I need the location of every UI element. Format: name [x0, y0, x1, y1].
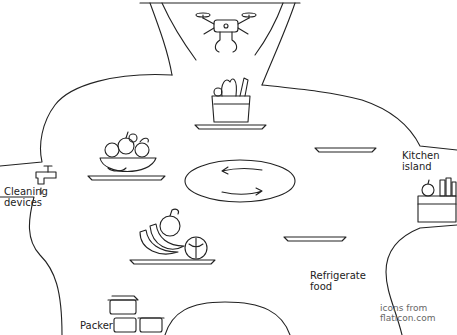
room-outline	[262, 85, 457, 150]
room-outline	[0, 75, 172, 166]
tray	[315, 148, 376, 152]
tray	[130, 260, 215, 264]
curtain-fold	[162, 3, 196, 60]
rotation-arrow	[222, 188, 262, 195]
tray	[195, 125, 266, 129]
packer-icon	[108, 296, 164, 332]
station-label: Refrigerate food	[310, 270, 374, 292]
station-label: Packer	[80, 320, 140, 331]
station-label: Cleaning devices	[4, 186, 56, 208]
turntable	[185, 160, 295, 202]
curtain-left	[150, 3, 172, 75]
station-label: Kitchen island	[402, 150, 448, 172]
room-outline	[0, 197, 62, 335]
rotation-arrow	[222, 167, 262, 174]
grocery-bag-icon	[212, 78, 250, 122]
room-outline	[165, 302, 290, 335]
watermark: icons from flaticon.com	[380, 303, 448, 323]
fruit-bowl-icon	[100, 132, 156, 172]
kitchen-island-icon	[418, 178, 456, 222]
tray	[88, 176, 165, 180]
drone-icon	[196, 13, 256, 52]
ceiling-line	[140, 2, 300, 3]
tray	[284, 237, 346, 241]
curtain-fold	[255, 3, 283, 55]
produce-icon	[140, 209, 207, 259]
